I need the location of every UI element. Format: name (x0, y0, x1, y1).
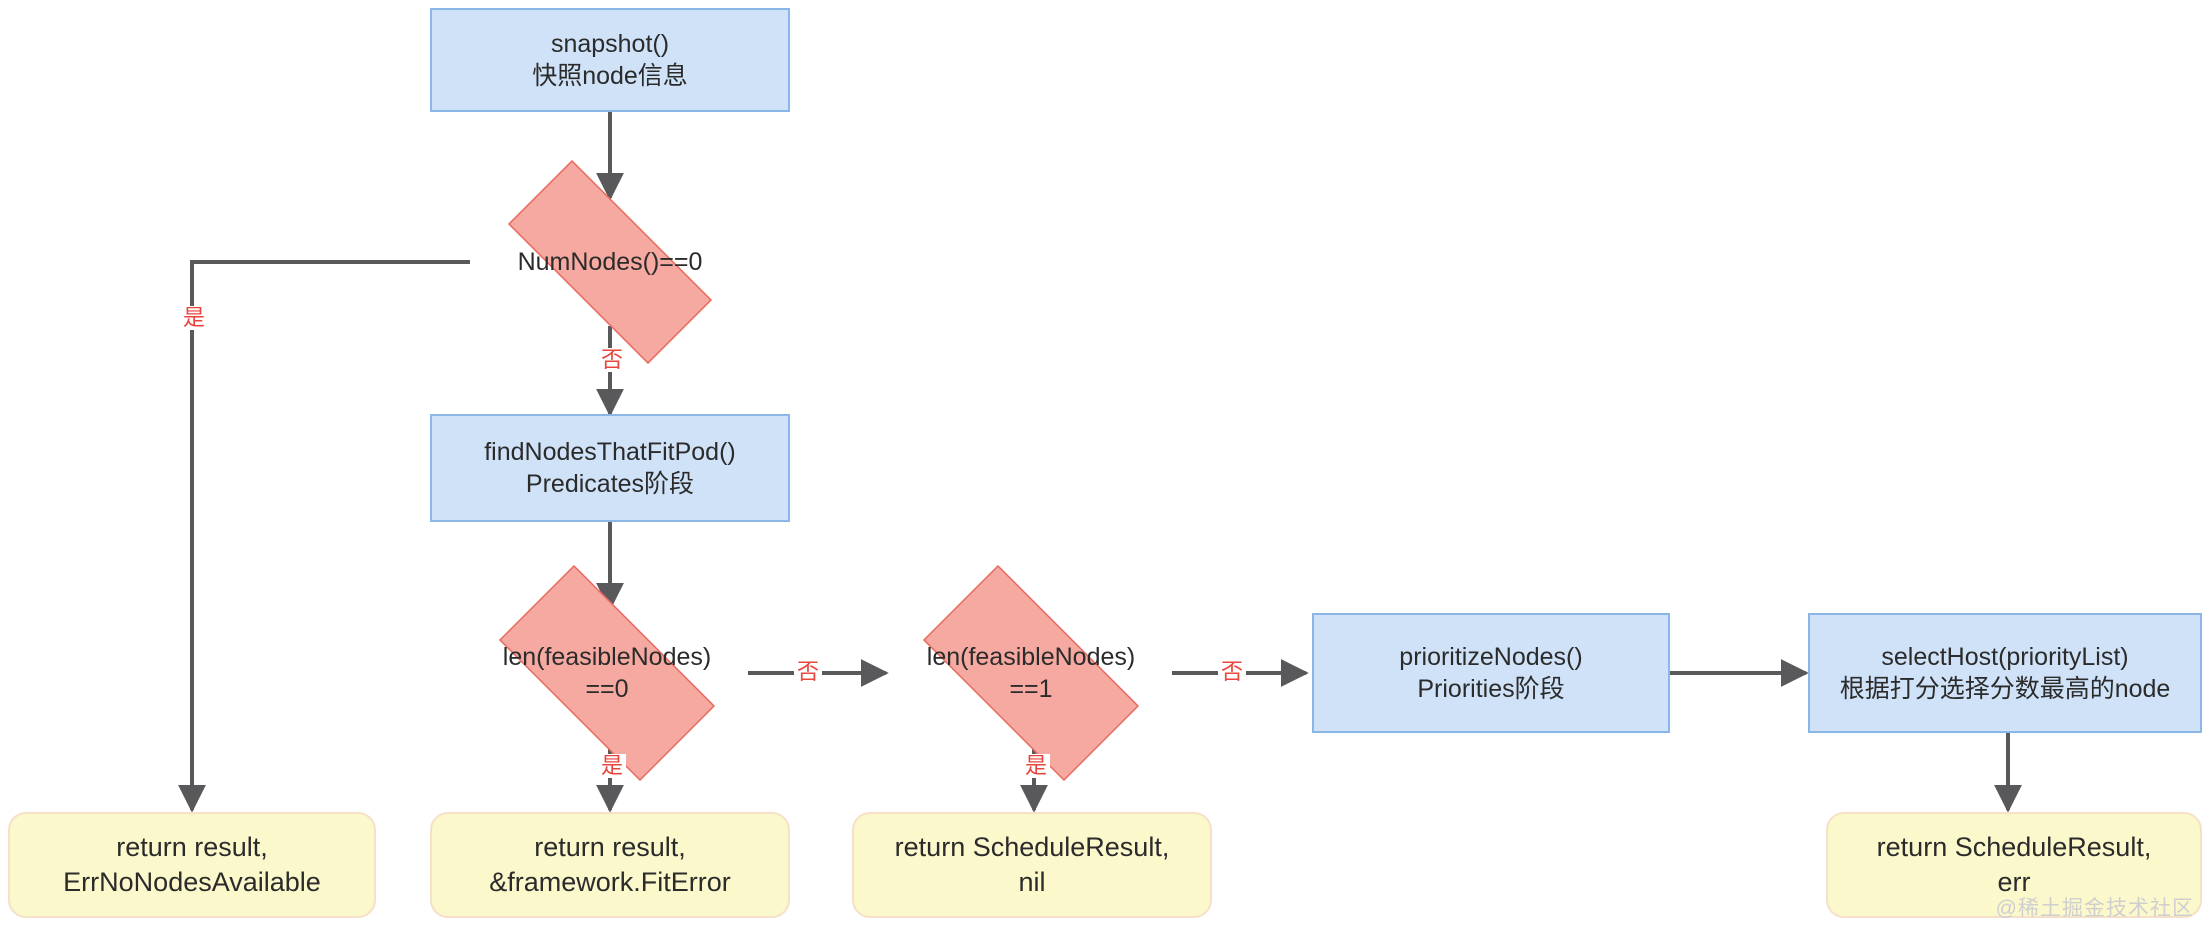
node-return-schedule-result-nil-label: return ScheduleResult, nil (894, 831, 1170, 897)
node-snapshot-label: snapshot() 快照node信息 (532, 29, 688, 91)
node-prioritize-nodes-label: prioritizeNodes() Priorities阶段 (1399, 642, 1583, 704)
node-num-nodes-zero[interactable]: NumNodes()==0 (470, 160, 750, 364)
node-return-fit-error[interactable]: return result, &framework.FitError (430, 812, 790, 918)
node-return-schedule-result-nil[interactable]: return ScheduleResult, nil (852, 812, 1212, 918)
node-return-schedule-result-err[interactable]: return ScheduleResult, err (1826, 812, 2202, 918)
node-prioritize-nodes[interactable]: prioritizeNodes() Priorities阶段 (1312, 613, 1670, 733)
edge-label-feasible-one-yes: 是 (1022, 754, 1051, 778)
edge-label-feasible-zero-yes: 是 (598, 754, 627, 778)
edge-label-num-nodes-yes: 是 (180, 306, 209, 330)
node-select-host-label: selectHost(priorityList) 根据打分选择分数最高的node (1839, 642, 2171, 704)
node-feasible-nodes-one-label: len(feasibleNodes) ==1 (926, 642, 1136, 704)
node-return-fit-error-label: return result, &framework.FitError (489, 831, 731, 897)
edge-label-feasible-one-no: 否 (1218, 660, 1247, 684)
node-return-err-no-nodes-available[interactable]: return result, ErrNoNodesAvailable (8, 812, 376, 918)
node-return-err-no-nodes-available-label: return result, ErrNoNodesAvailable (63, 831, 321, 897)
node-feasible-nodes-one[interactable]: len(feasibleNodes) ==1 (890, 565, 1172, 781)
node-return-schedule-result-err-label: return ScheduleResult, err (1876, 831, 2152, 897)
edge-numnodes-yes (178, 260, 470, 813)
edge-label-feasible-zero-no: 否 (794, 660, 823, 684)
node-find-nodes-that-fit-pod-label: findNodesThatFitPod() Predicates阶段 (484, 437, 736, 499)
node-feasible-nodes-zero-label: len(feasibleNodes) ==0 (502, 642, 712, 704)
node-num-nodes-zero-label: NumNodes()==0 (517, 247, 703, 276)
node-find-nodes-that-fit-pod[interactable]: findNodesThatFitPod() Predicates阶段 (430, 414, 790, 522)
watermark: @稀土掘金技术社区 (1995, 897, 2194, 920)
node-feasible-nodes-zero[interactable]: len(feasibleNodes) ==0 (466, 565, 748, 781)
node-select-host[interactable]: selectHost(priorityList) 根据打分选择分数最高的node (1808, 613, 2202, 733)
edge-label-num-nodes-no: 否 (598, 348, 627, 372)
node-snapshot[interactable]: snapshot() 快照node信息 (430, 8, 790, 112)
